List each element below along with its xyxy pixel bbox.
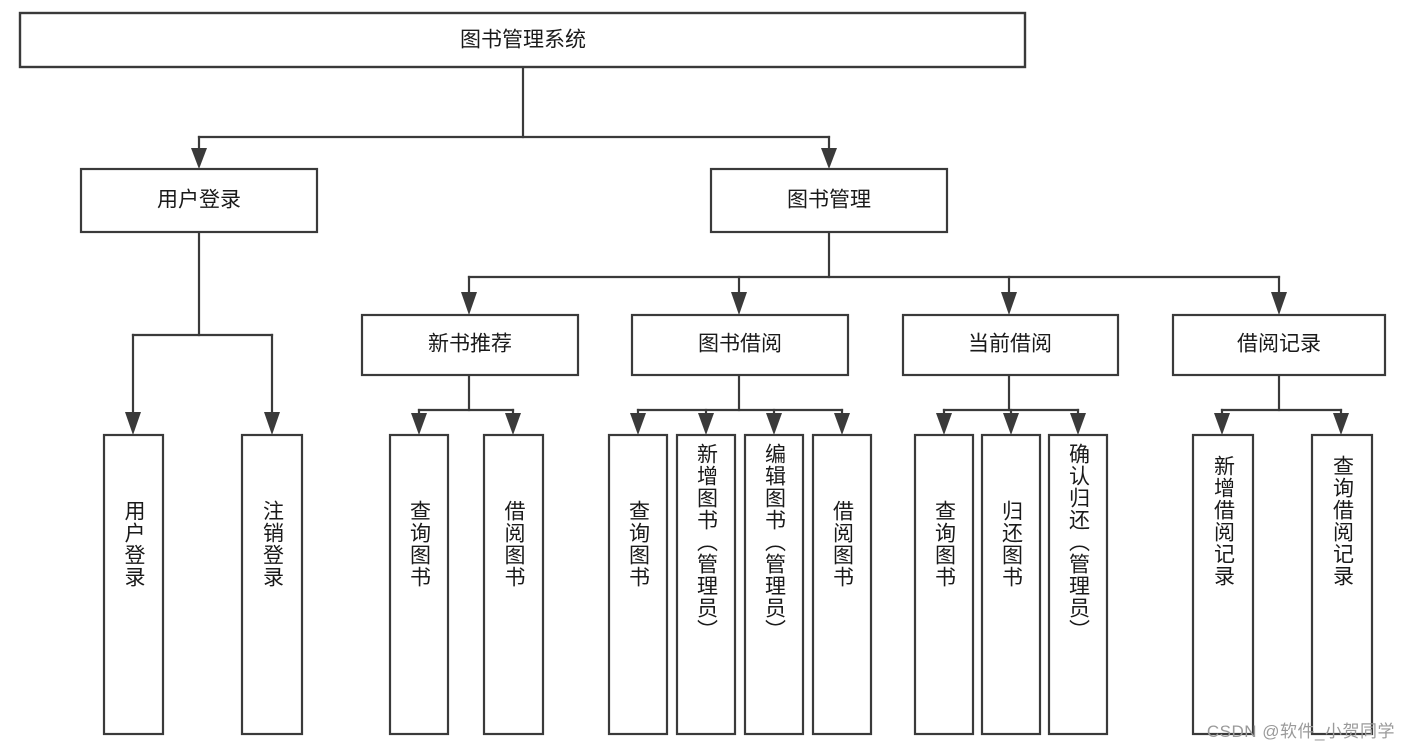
connector-group-borrow-record-to-leaves	[1214, 373, 1349, 435]
node-root-box[interactable]	[18, 11, 1027, 69]
node-current-borrow-box[interactable]	[901, 313, 1120, 377]
node-book-manage-box[interactable]	[709, 167, 949, 234]
leaf-box-borrow-record-1[interactable]	[1191, 433, 1255, 736]
arrow-head-to-book-manage	[821, 148, 837, 169]
leaf-box-current-borrow-2[interactable]	[980, 433, 1042, 736]
arrow-head-leaf-user-login-1	[125, 412, 141, 435]
node-book-borrow-box[interactable]	[630, 313, 850, 377]
arrow-head-leaf-book-borrow-1	[630, 413, 646, 435]
leaf-box-current-borrow-3[interactable]	[1047, 433, 1109, 736]
leaf-box-new-book-2[interactable]	[482, 433, 545, 736]
arrow-head-to-current-borrow	[1001, 292, 1017, 315]
arrow-head-leaf-current-borrow-1	[936, 413, 952, 435]
arrow-head-leaf-borrow-record-1	[1214, 413, 1230, 435]
arrow-head-to-new-book	[461, 292, 477, 315]
connector-group-new-book-to-leaves	[411, 373, 521, 435]
leaf-box-book-borrow-2[interactable]	[675, 433, 737, 736]
arrow-head-leaf-borrow-record-2	[1333, 413, 1349, 435]
leaf-box-book-borrow-4[interactable]	[811, 433, 873, 736]
node-user-login-label: 用户登录	[157, 189, 241, 212]
arrow-head-leaf-new-book-1	[411, 413, 427, 435]
watermark: CSDN @软件_小贺同学	[1206, 722, 1395, 741]
node-root-label: 图书管理系统	[460, 29, 586, 52]
arrow-head-leaf-book-borrow-3	[766, 413, 782, 435]
leaf-box-user-login-1[interactable]	[102, 433, 165, 736]
connector-group-root-to-level2	[191, 65, 837, 169]
node-book-borrow-label: 图书借阅	[698, 333, 782, 356]
node-borrow-record-label: 借阅记录	[1237, 333, 1321, 356]
node-new-book-recommend-box[interactable]	[360, 313, 580, 377]
leaf-box-borrow-record-2[interactable]	[1310, 433, 1374, 736]
node-borrow-record-box[interactable]	[1171, 313, 1387, 377]
connector-group-user-login-to-leaves	[125, 230, 280, 435]
leaf-box-user-login-2[interactable]	[240, 433, 304, 736]
arrow-head-leaf-user-login-2	[264, 412, 280, 435]
leaf-box-new-book-1[interactable]	[388, 433, 450, 736]
connector-group-book-borrow-to-leaves	[630, 373, 850, 435]
node-new-book-recommend-label: 新书推荐	[428, 333, 512, 356]
arrow-head-leaf-current-borrow-3	[1070, 413, 1086, 435]
arrow-head-leaf-book-borrow-2	[698, 413, 714, 435]
node-user-login-box[interactable]	[79, 167, 319, 234]
arrow-head-leaf-new-book-2	[505, 413, 521, 435]
arrow-head-to-user-login	[191, 148, 207, 169]
arrow-head-leaf-book-borrow-4	[834, 413, 850, 435]
node-current-borrow-label: 当前借阅	[968, 333, 1052, 356]
connector-group-book-manage-to-level3	[461, 230, 1287, 315]
leaf-box-current-borrow-1[interactable]	[913, 433, 975, 736]
arrow-head-leaf-current-borrow-2	[1003, 413, 1019, 435]
arrow-head-to-book-borrow	[731, 292, 747, 315]
connector-group-current-borrow-to-leaves	[936, 373, 1086, 435]
node-book-manage-label: 图书管理	[787, 189, 871, 212]
leaf-box-book-borrow-3[interactable]	[743, 433, 805, 736]
leaf-box-book-borrow-1[interactable]	[607, 433, 669, 736]
arrow-head-to-borrow-record	[1271, 292, 1287, 315]
